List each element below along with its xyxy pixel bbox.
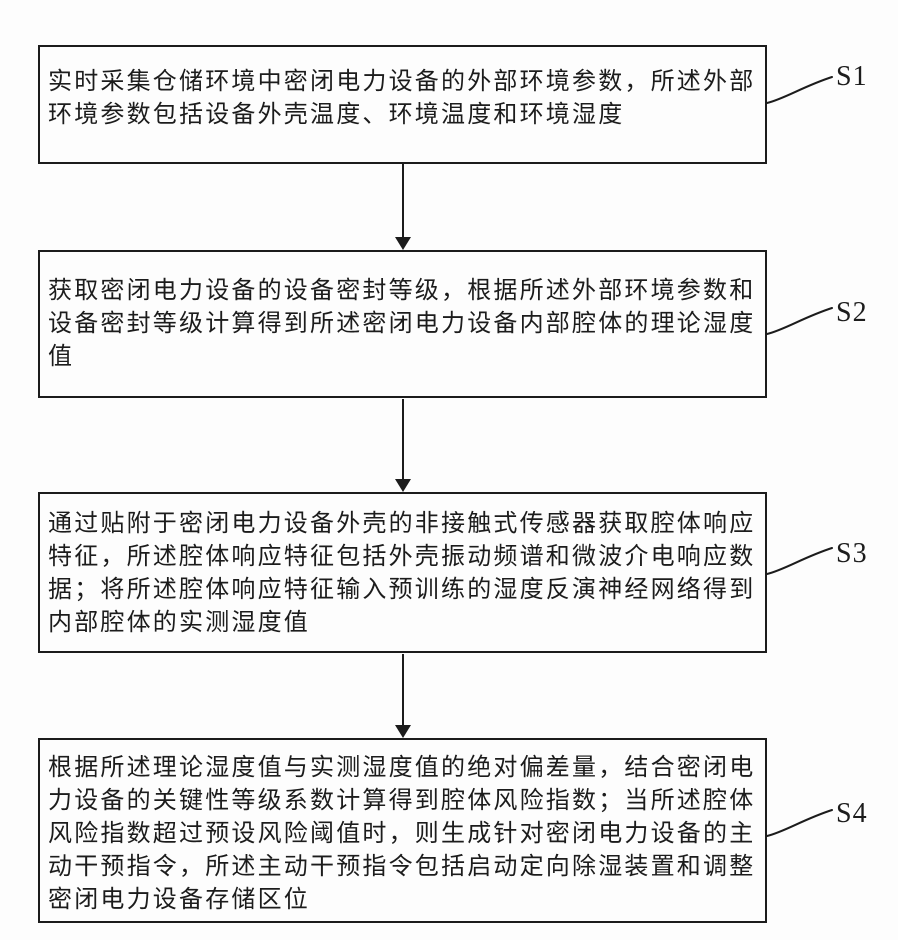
step-connector-s2 bbox=[766, 307, 833, 335]
step-connector-s4 bbox=[766, 809, 833, 837]
step-box-s1: 实时采集仓储环境中密闭电力设备的外部环境参数，所述外部 环境参数包括设备外壳温度… bbox=[38, 45, 767, 164]
step-box-s4: 根据所述理论湿度值与实测湿度值的绝对偏差量，结合密闭电 力设备的关键性等级系数计… bbox=[38, 738, 767, 923]
step-label-s4: S4 bbox=[836, 798, 868, 829]
arrow-head-icon bbox=[395, 725, 411, 738]
step-connector-s3 bbox=[766, 547, 833, 575]
step-text-s1: 实时采集仓储环境中密闭电力设备的外部环境参数，所述外部 环境参数包括设备外壳温度… bbox=[48, 69, 756, 128]
arrow-head-icon bbox=[395, 479, 411, 492]
step-text-s3: 通过贴附于密闭电力设备外壳的非接触式传感器获取腔体响应 特征，所述腔体响应特征包… bbox=[48, 511, 756, 636]
flow-arrow-2 bbox=[394, 399, 412, 492]
flow-arrow-3 bbox=[394, 654, 412, 738]
step-label-s2: S2 bbox=[836, 297, 868, 328]
step-box-s2: 获取密闭电力设备的设备密封等级，根据所述外部环境参数和 设备密封等级计算得到所述… bbox=[38, 250, 767, 398]
step-connector-s1 bbox=[766, 76, 833, 104]
flow-arrow-1 bbox=[394, 164, 412, 250]
arrow-line bbox=[402, 654, 404, 727]
step-text-s4: 根据所述理论湿度值与实测湿度值的绝对偏差量，结合密闭电 力设备的关键性等级系数计… bbox=[48, 755, 756, 913]
step-box-s3: 通过贴附于密闭电力设备外壳的非接触式传感器获取腔体响应 特征，所述腔体响应特征包… bbox=[38, 492, 767, 653]
step-text-s2: 获取密闭电力设备的设备密封等级，根据所述外部环境参数和 设备密封等级计算得到所述… bbox=[48, 278, 756, 370]
arrow-head-icon bbox=[395, 237, 411, 250]
step-label-s3: S3 bbox=[836, 538, 868, 569]
step-label-s1: S1 bbox=[836, 61, 868, 92]
arrow-line bbox=[402, 164, 404, 239]
arrow-line bbox=[402, 399, 404, 481]
